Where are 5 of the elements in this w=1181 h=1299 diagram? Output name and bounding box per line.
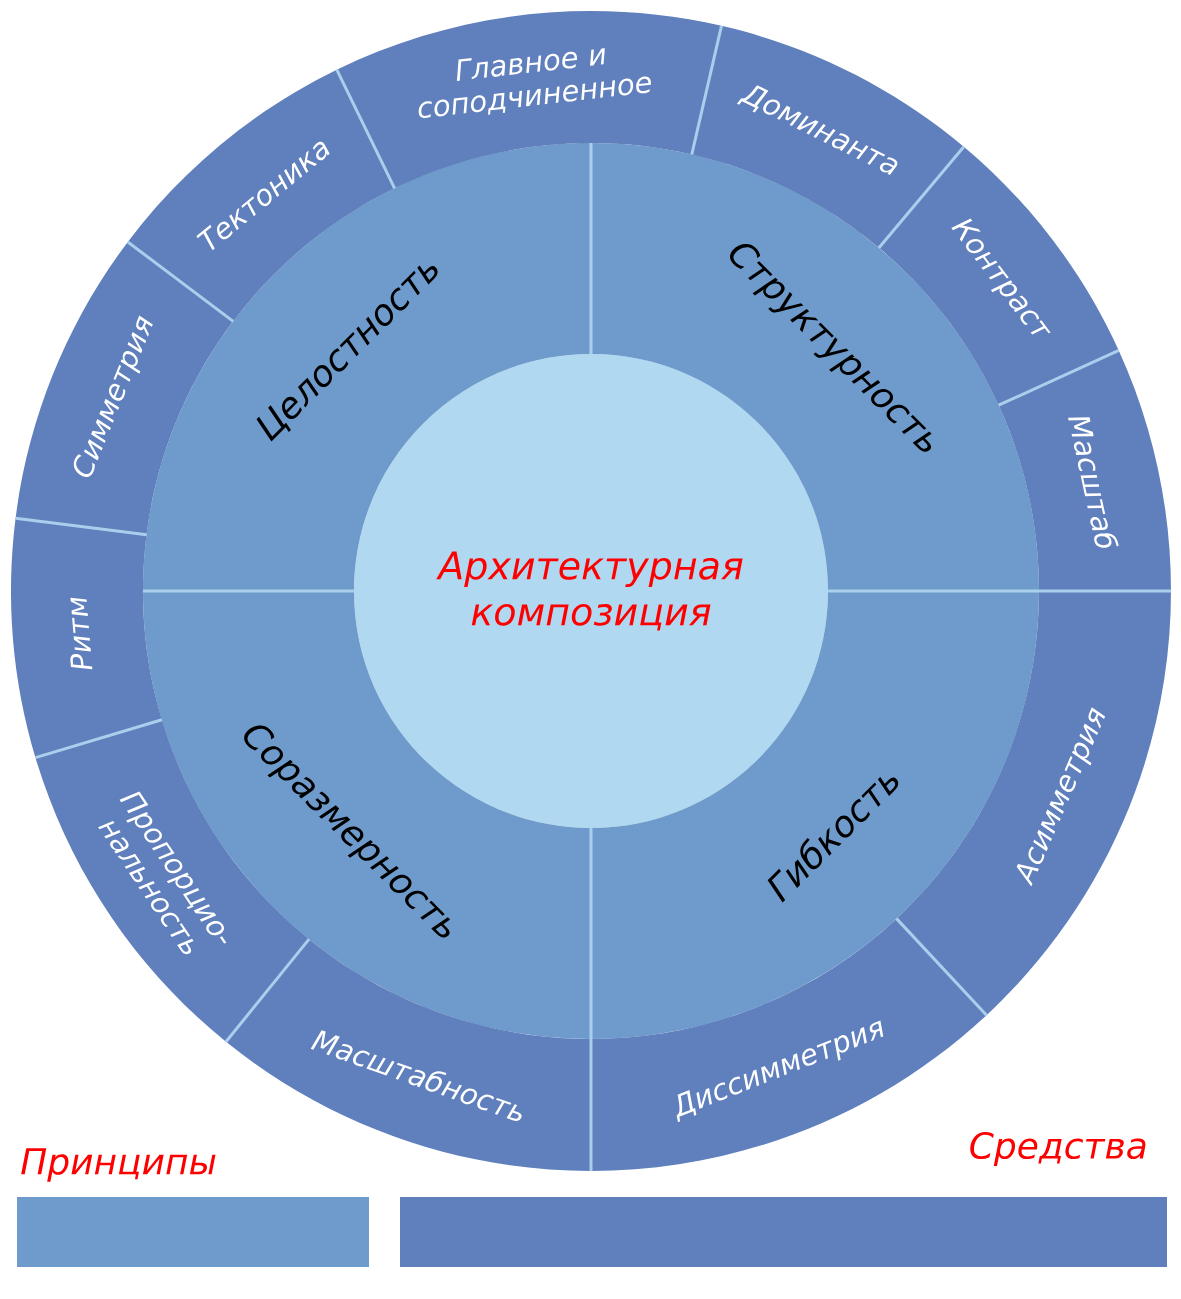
legend-label: Принципы: [21, 1148, 216, 1182]
ring-segment: Главное и соподчиненное: [336, 11, 722, 189]
node-label: Главное и соподчиненное: [418, 48, 651, 119]
ring-segment: Ритм: [11, 518, 162, 758]
node-label: Ритм: [70, 597, 93, 670]
